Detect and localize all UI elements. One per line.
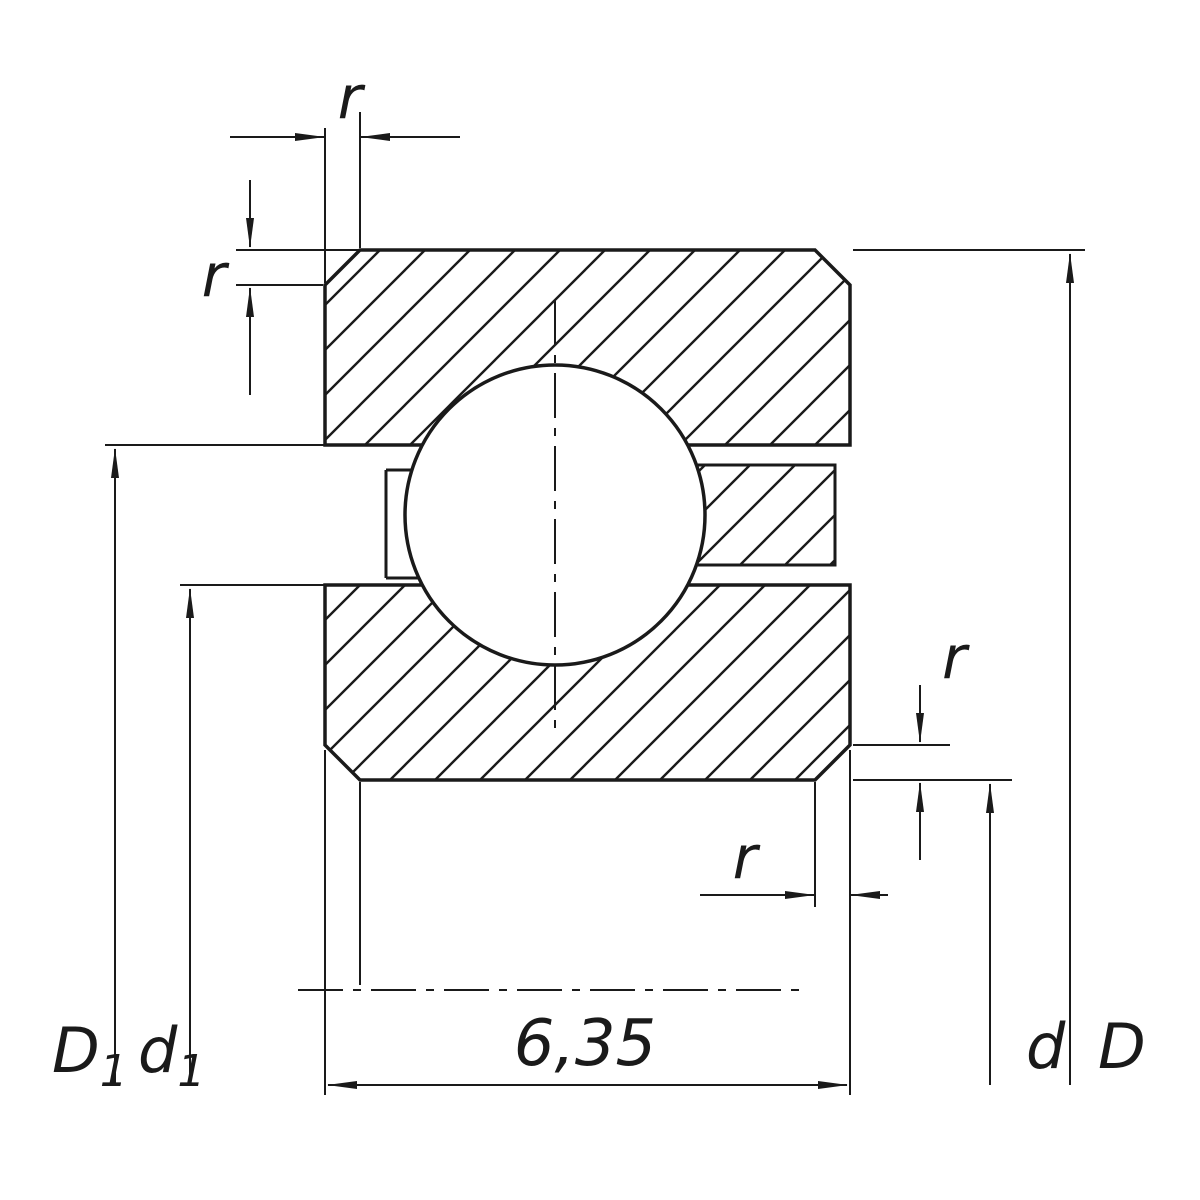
label-section-width: 6,35 — [514, 1007, 657, 1081]
dim-r-bottom-right-height: r — [853, 623, 970, 860]
cage-section-right — [688, 463, 837, 567]
dim-r-top-left-height: r — [202, 180, 359, 395]
inner-ring-section — [323, 583, 852, 782]
dim-r-bottom-right-width: r — [700, 782, 888, 907]
dim-d: d — [853, 779, 1066, 1085]
outer-ring-section — [323, 248, 852, 447]
label-r-top-width: r — [338, 63, 366, 133]
dim-section-width: 6,35 — [324, 750, 851, 1095]
dim-r-top-left-width: r — [230, 63, 460, 283]
label-D1: D1 — [52, 1014, 128, 1097]
label-d: d — [1026, 1010, 1066, 1083]
dim-D1: D1 — [52, 444, 327, 1097]
label-r-bottom-height: r — [942, 623, 970, 693]
label-D: D — [1098, 1010, 1146, 1083]
label-r-top-height: r — [202, 241, 230, 311]
dim-D: D — [853, 249, 1146, 1085]
dim-d1: d1 — [138, 584, 327, 1097]
label-r-bottom-width: r — [733, 823, 761, 893]
label-d1: d1 — [138, 1014, 205, 1097]
